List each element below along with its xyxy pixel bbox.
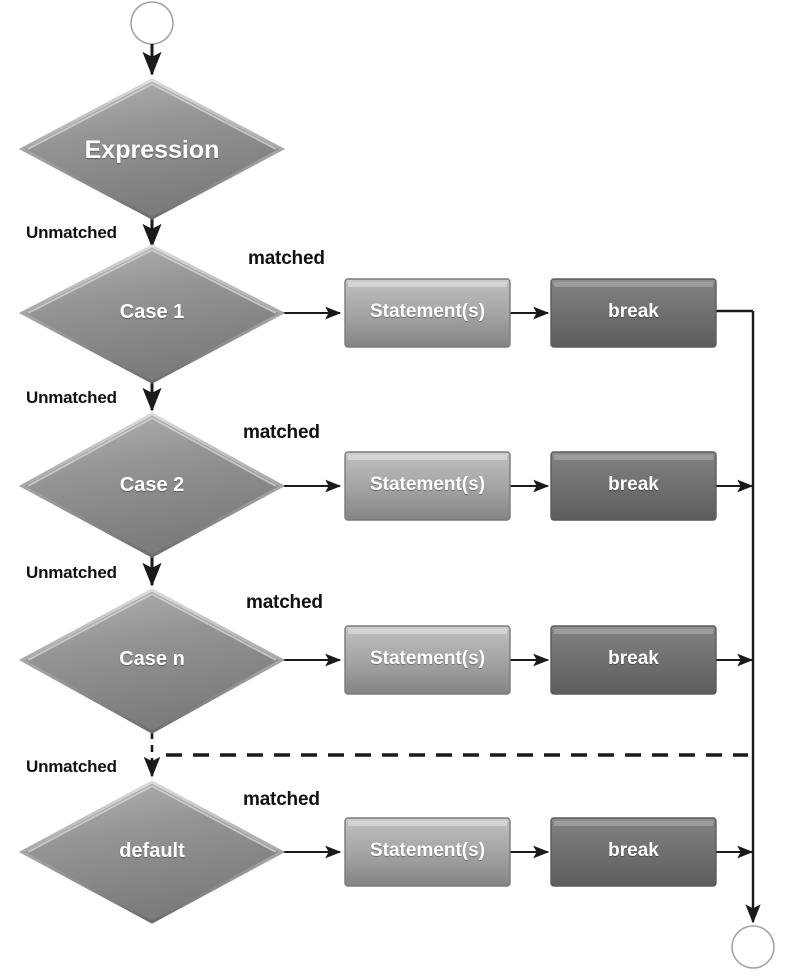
edge-label-unmatched-case2: Unmatched <box>26 563 117 582</box>
node-break2[interactable] <box>550 451 717 521</box>
node-breakn[interactable] <box>550 625 717 695</box>
node-case2[interactable] <box>18 412 286 558</box>
node-statements1[interactable] <box>344 278 511 348</box>
edge-label-matched-casen: matched <box>246 592 323 613</box>
node-break1[interactable] <box>550 278 717 348</box>
edge-label-unmatched-expression: Unmatched <box>26 223 117 242</box>
node-statements2[interactable] <box>344 451 511 521</box>
edge-label-unmatched-casen: Unmatched <box>26 757 117 776</box>
node-end[interactable] <box>731 925 775 969</box>
node-break-default[interactable] <box>550 817 717 887</box>
node-case1[interactable] <box>18 244 286 384</box>
node-default[interactable] <box>18 780 286 924</box>
edge-label-matched-default: matched <box>243 789 320 810</box>
edge-label-matched-case1: matched <box>248 248 325 269</box>
node-statements-default[interactable] <box>344 817 511 887</box>
node-start[interactable] <box>130 1 174 45</box>
node-expression[interactable] <box>18 78 286 220</box>
edge-label-unmatched-case1: Unmatched <box>26 388 117 407</box>
node-statementsn[interactable] <box>344 625 511 695</box>
edge-label-matched-case2: matched <box>243 422 320 443</box>
node-casen[interactable] <box>18 588 286 734</box>
